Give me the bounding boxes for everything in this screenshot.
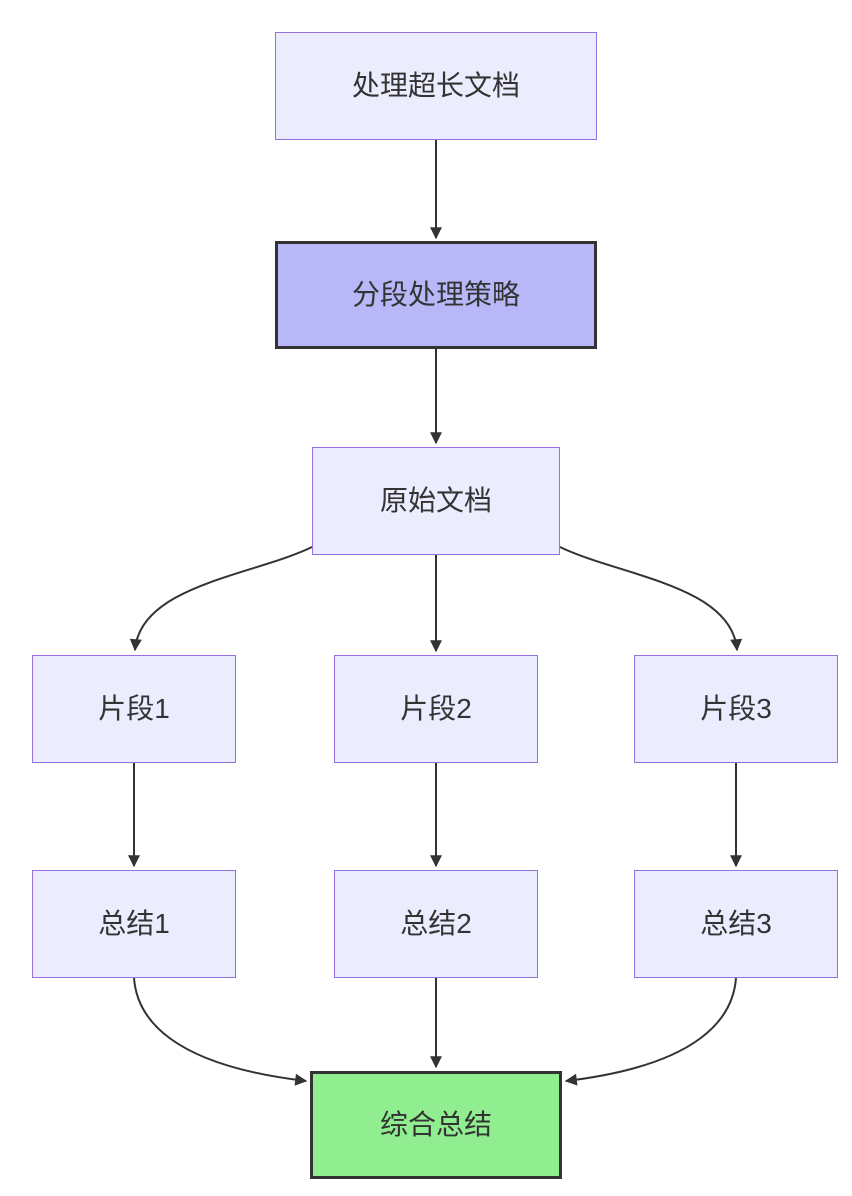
node-segmented-processing-strategy: 分段处理策略 bbox=[275, 241, 597, 349]
node-summary-2: 总结2 bbox=[334, 870, 538, 978]
node-summary-1: 总结1 bbox=[32, 870, 236, 978]
node-fragment-3: 片段3 bbox=[634, 655, 838, 763]
node-label: 总结1 bbox=[98, 908, 170, 940]
node-summary-3: 总结3 bbox=[634, 870, 838, 978]
node-label: 总结2 bbox=[400, 908, 472, 940]
edge-summary-1-to-combined-summary bbox=[133, 977, 308, 1086]
node-combined-summary: 综合总结 bbox=[310, 1071, 562, 1179]
node-handle-long-document: 处理超长文档 bbox=[275, 32, 597, 140]
node-label: 总结3 bbox=[700, 908, 772, 940]
node-label: 综合总结 bbox=[379, 1109, 492, 1141]
node-label: 原始文档 bbox=[379, 485, 492, 517]
node-label: 片段1 bbox=[98, 693, 170, 725]
edge-original-document-to-fragment-3 bbox=[559, 546, 743, 652]
node-label: 片段3 bbox=[700, 693, 772, 725]
edge-summary-3-to-combined-summary bbox=[564, 977, 737, 1086]
node-original-document: 原始文档 bbox=[312, 447, 560, 555]
edge-original-document-to-fragment-1 bbox=[129, 546, 313, 652]
node-label: 分段处理策略 bbox=[351, 279, 520, 311]
node-label: 片段2 bbox=[400, 693, 472, 725]
node-label: 处理超长文档 bbox=[351, 70, 520, 102]
node-fragment-2: 片段2 bbox=[334, 655, 538, 763]
node-fragment-1: 片段1 bbox=[32, 655, 236, 763]
